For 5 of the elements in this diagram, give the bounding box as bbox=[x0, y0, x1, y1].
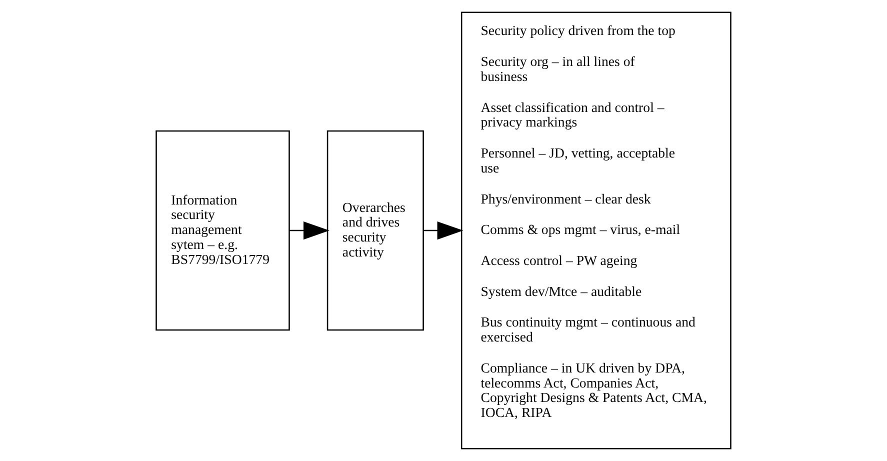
node-box: Information security management sytem – e.g. BS7799/ISO1779 bbox=[156, 130, 290, 331]
node-box: Security policy driven from the top Security org – in all lines of business Asset classification and control – privacy markings Personnel – JD, vetting, acceptable use Phys/environment – clear desk Comms & ops mgmt – virus, e-mail Access control – PW ageing System dev/Mtce – auditable Bus continuity mgmt – continuous and exercised Compliance – in UK driven by DPA, telecomms Act, Companies Act, Copyright Designs & Patents Act, CMA, IOCA, RIPA bbox=[460, 12, 732, 450]
arrow bbox=[289, 221, 330, 240]
node-box: Overarches and drives security activity bbox=[326, 130, 424, 331]
arrow bbox=[423, 221, 464, 240]
